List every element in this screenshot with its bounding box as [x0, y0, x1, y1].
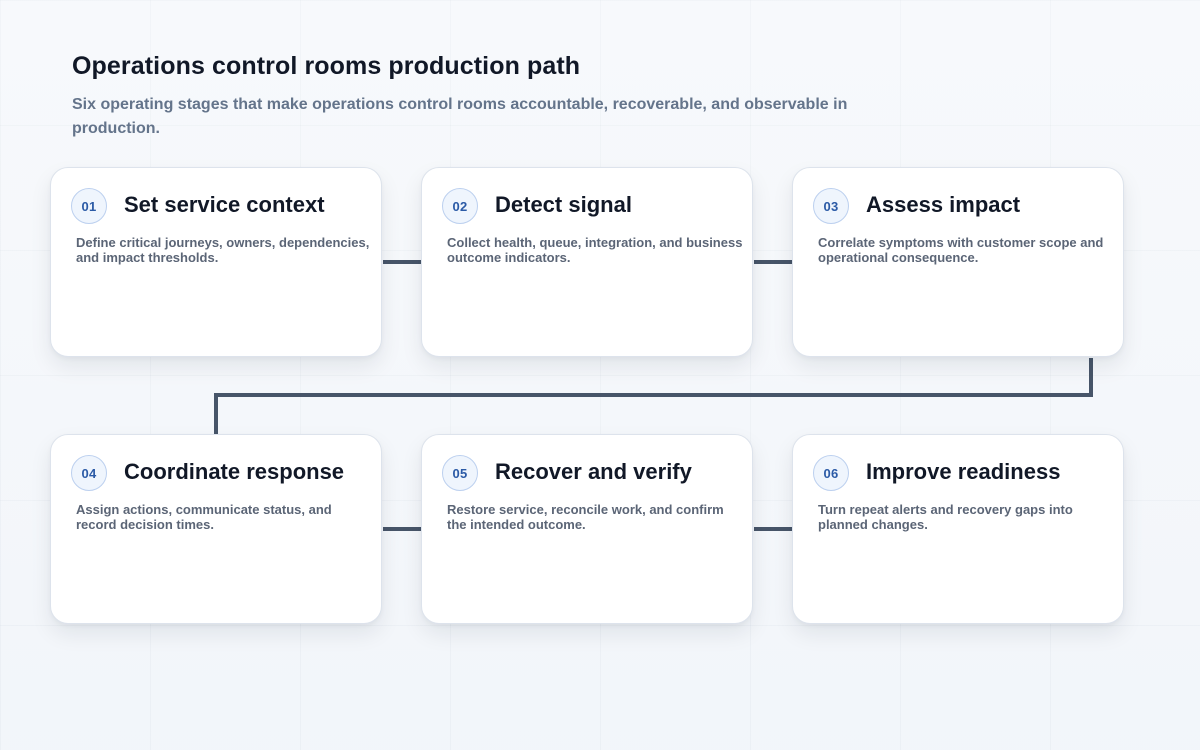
- page-subtitle: Six operating stages that make operation…: [72, 96, 848, 137]
- stage-title: Detect signal: [495, 192, 632, 217]
- stage-card-02: 02 Detect signal Collect health, queue, …: [421, 167, 753, 357]
- stage-number-badge: 02: [442, 188, 478, 224]
- stage-card-01: 01 Set service context Define critical j…: [50, 167, 382, 357]
- connector-03-04: [214, 358, 1093, 434]
- stage-number-badge: 03: [813, 188, 849, 224]
- stage-description: Correlate symptoms with customer scope a…: [818, 235, 1104, 265]
- stage-number-badge: 05: [442, 455, 478, 491]
- stage-number-badge: 01: [71, 188, 107, 224]
- stage-description: Turn repeat alerts and recovery gaps int…: [818, 502, 1073, 532]
- stage-card-06: 06 Improve readiness Turn repeat alerts …: [792, 434, 1124, 624]
- stage-description: Collect health, queue, integration, and …: [447, 235, 743, 265]
- stage-description: Define critical journeys, owners, depend…: [76, 235, 370, 265]
- stage-title: Recover and verify: [495, 459, 692, 484]
- stage-description: Restore service, reconcile work, and con…: [447, 502, 724, 532]
- stage-card-04: 04 Coordinate response Assign actions, c…: [50, 434, 382, 624]
- stage-number-badge: 06: [813, 455, 849, 491]
- stage-card-03: 03 Assess impact Correlate symptoms with…: [792, 167, 1124, 357]
- stage-card-05: 05 Recover and verify Restore service, r…: [421, 434, 753, 624]
- stage-description: Assign actions, communicate status, and …: [76, 502, 332, 532]
- stage-title: Assess impact: [866, 192, 1021, 217]
- stage-number-badge: 04: [71, 455, 107, 491]
- stage-title: Improve readiness: [866, 459, 1061, 484]
- page-title: Operations control rooms production path: [72, 52, 581, 80]
- stage-title: Set service context: [124, 192, 325, 217]
- stage-title: Coordinate response: [124, 459, 345, 484]
